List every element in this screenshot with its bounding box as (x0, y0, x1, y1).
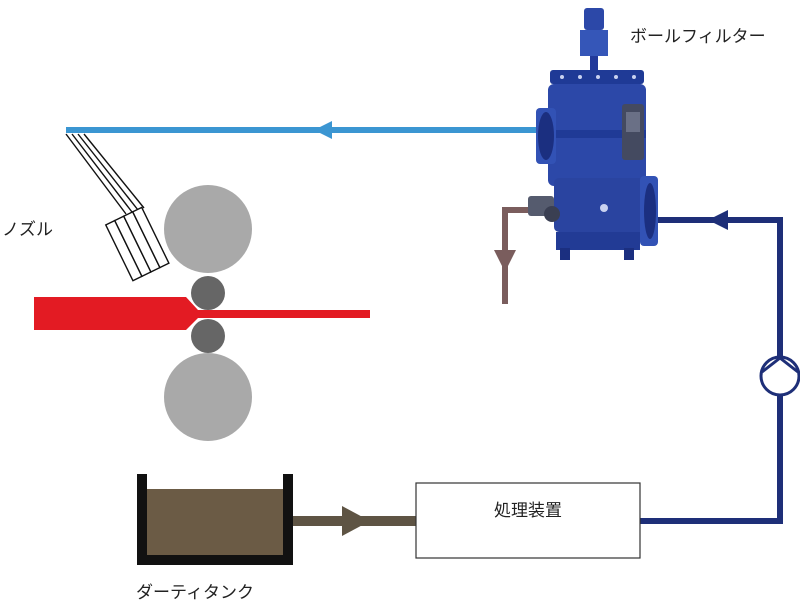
ball-filter-label: ボールフィルター (630, 27, 766, 47)
dirty-tank (137, 474, 293, 565)
flow-arrow-right (342, 506, 370, 536)
dirty-pipe (293, 506, 416, 536)
flow-arrow-left-return (708, 210, 728, 230)
drain-pipe (494, 207, 540, 304)
nozzle-label: ノズル (2, 220, 53, 240)
ball-filter-icon (528, 8, 658, 260)
pump-icon (759, 355, 800, 397)
clean-water-pipe (66, 121, 540, 139)
lower-work-roll (191, 319, 225, 353)
lower-backup-roll (164, 353, 252, 441)
treatment-unit-label: 処理装置 (494, 501, 562, 521)
nozzle-icon (65, 133, 170, 282)
steel-strip (34, 297, 370, 330)
drain-arrow-down (494, 250, 516, 272)
treatment-unit-box (415, 482, 641, 559)
upper-work-roll (191, 276, 225, 310)
return-pipe (640, 210, 783, 524)
dirty-tank-label: ダーティタンク (136, 583, 254, 603)
flow-arrow-left (314, 121, 332, 139)
rolling-mill (164, 185, 252, 441)
upper-backup-roll (164, 185, 252, 273)
